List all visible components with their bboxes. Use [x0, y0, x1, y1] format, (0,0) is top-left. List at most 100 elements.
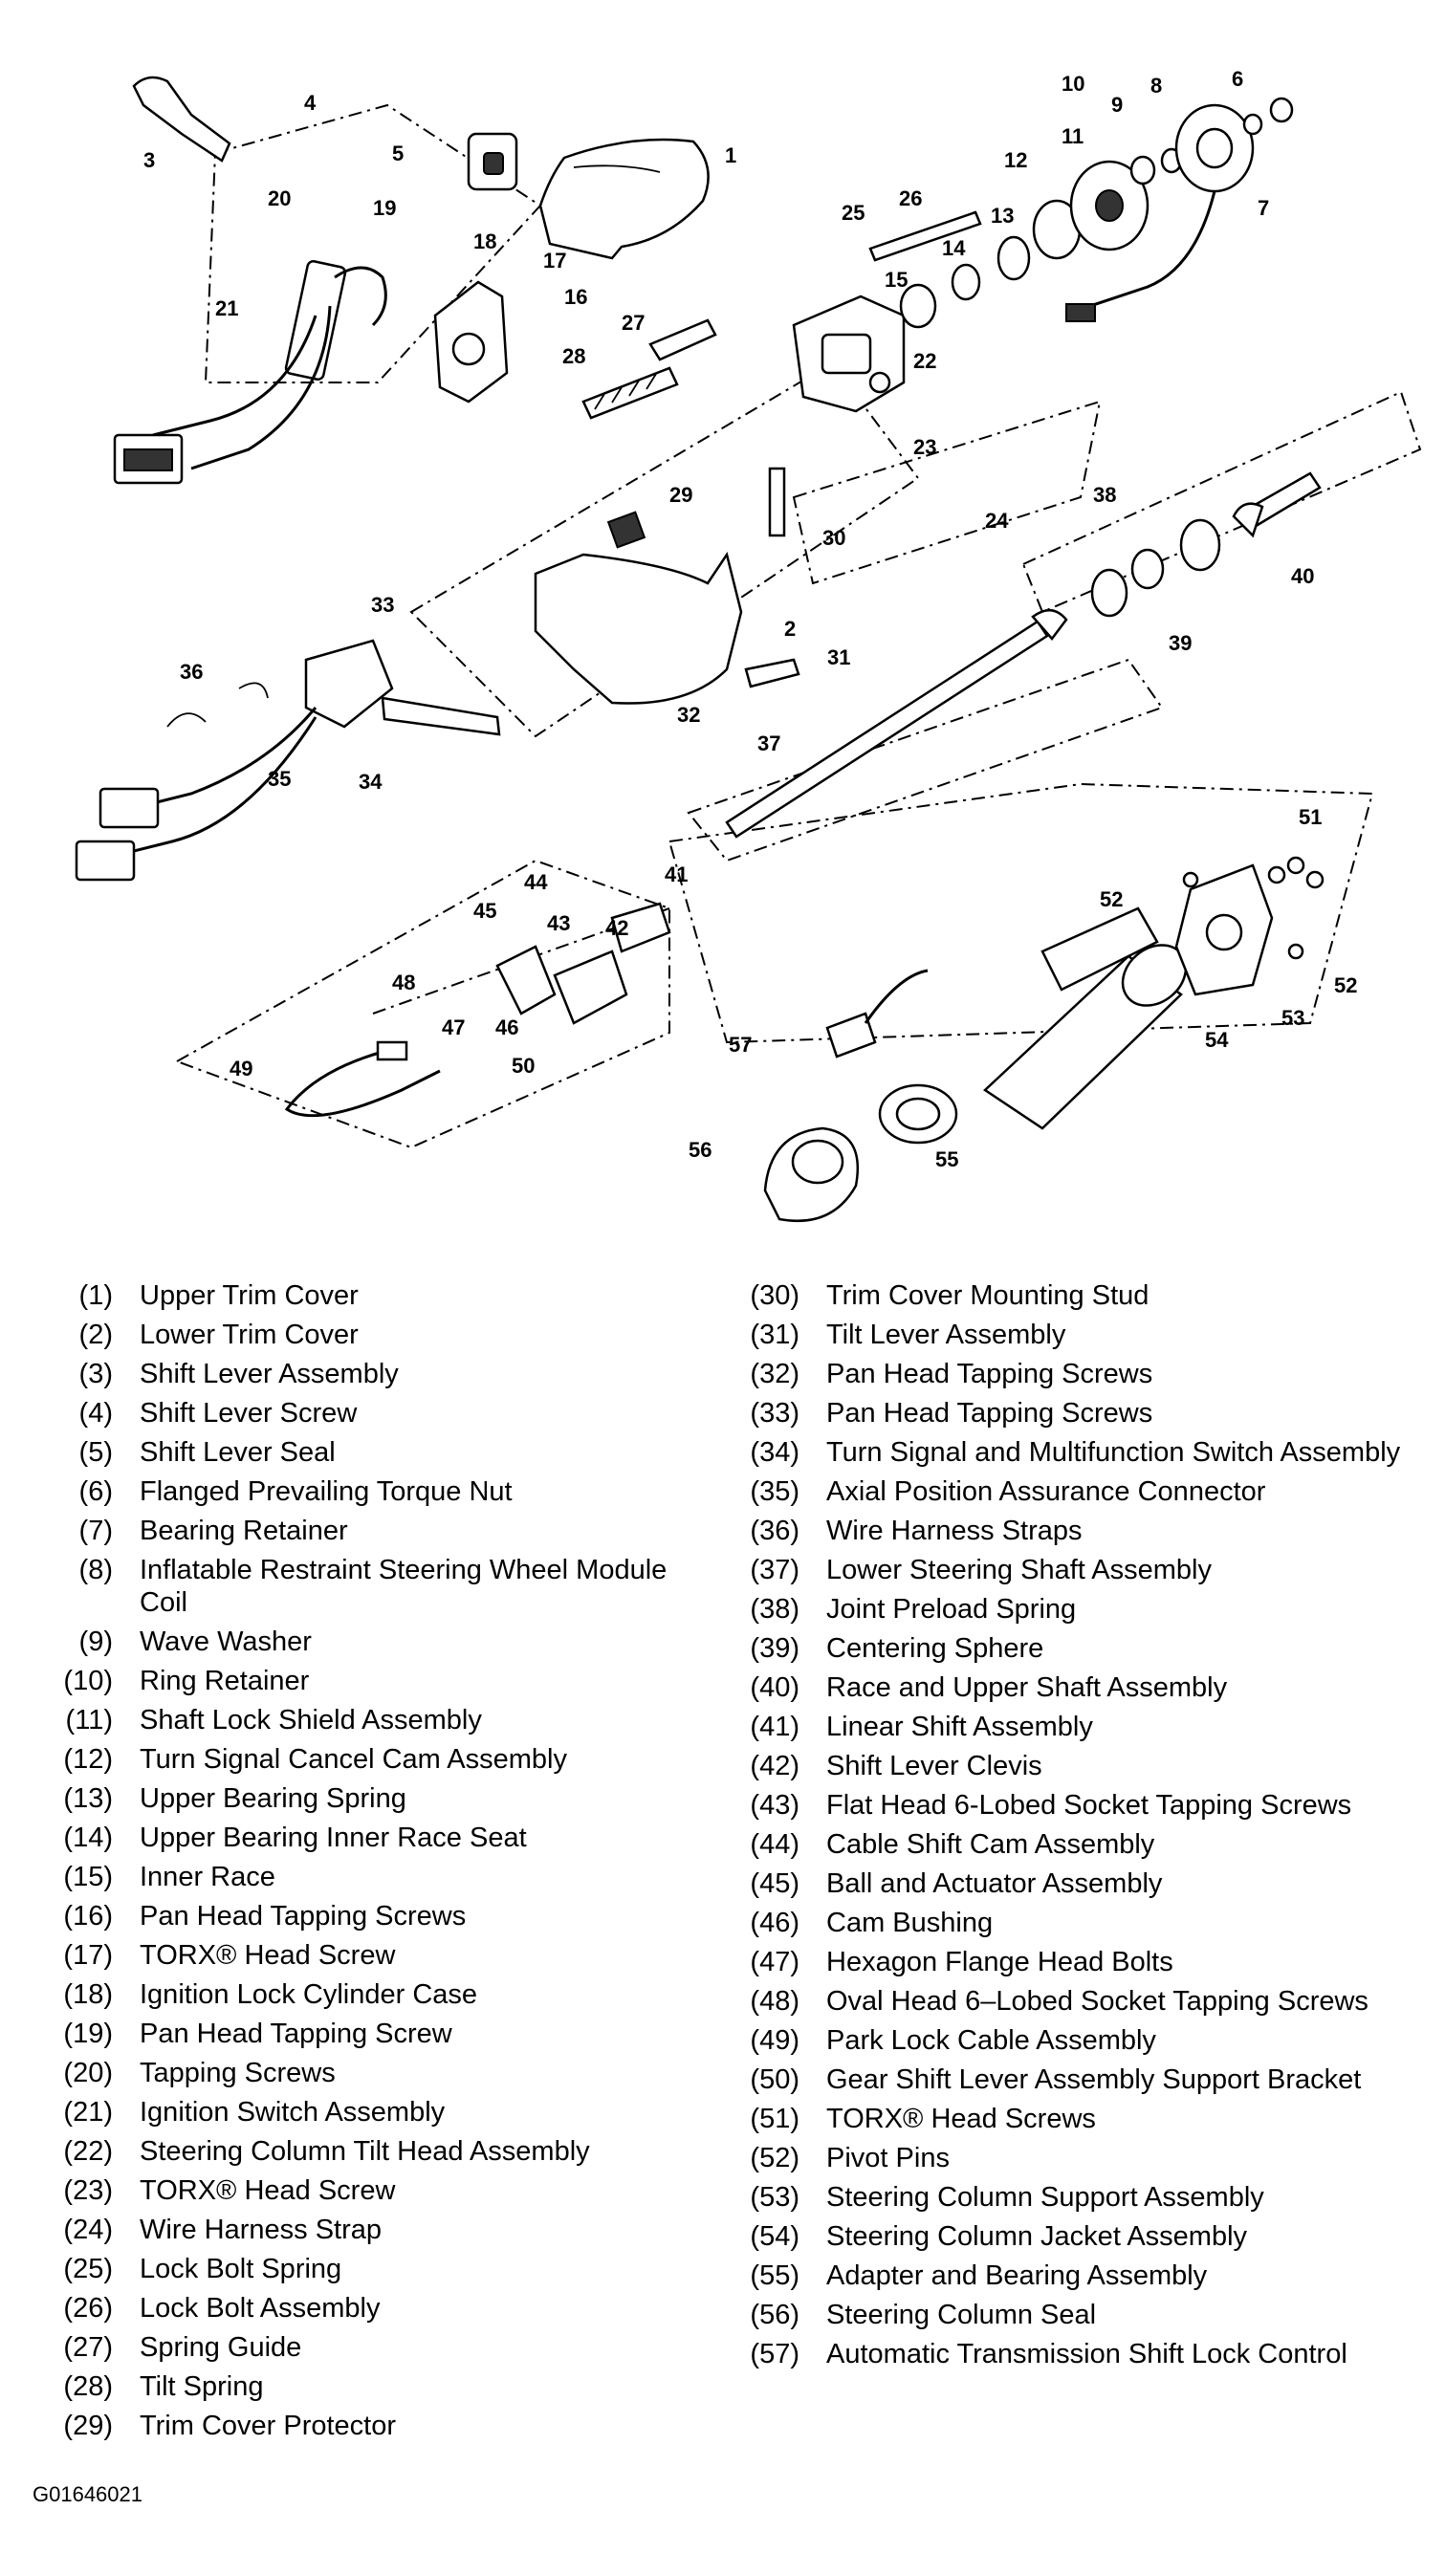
callout-38: 38 [1093, 483, 1116, 507]
legend-item: 50Gear Shift Lever Assembly Support Brac… [719, 2063, 1427, 2096]
legend-item: 10Ring Retainer [33, 1665, 702, 1697]
callout-13: 13 [991, 204, 1014, 228]
legend-text: Hexagon Flange Head Bolts [826, 1947, 1173, 1977]
legend-item: 47Hexagon Flange Head Bolts [719, 1946, 1427, 1978]
legend-number: 27 [33, 2331, 140, 2364]
legend-text: Ball and Actuator Assembly [826, 1868, 1163, 1899]
legend-item: 13Upper Bearing Spring [33, 1782, 702, 1815]
callout-29: 29 [669, 483, 692, 507]
legend-item: 54Steering Column Jacket Assembly [719, 2220, 1427, 2253]
legend-number: 57 [719, 2338, 826, 2370]
legend-text: Steering Column Tilt Head Assembly [140, 2136, 590, 2167]
callout-48: 48 [392, 971, 415, 994]
callout-18: 18 [473, 229, 496, 253]
legend-text: Pan Head Tapping Screws [826, 1359, 1153, 1389]
legend-number: 22 [33, 2135, 140, 2168]
legend-item: 46Cam Bushing [719, 1907, 1427, 1939]
legend-number: 8 [33, 1554, 140, 1586]
legend-text: Steering Column Support Assembly [826, 2182, 1264, 2213]
legend-number: 28 [33, 2370, 140, 2403]
callout-5: 5 [392, 142, 404, 165]
legend-item: 37Lower Steering Shaft Assembly [719, 1554, 1427, 1586]
legend-item: 16Pan Head Tapping Screws [33, 1900, 702, 1932]
legend-number: 49 [719, 2024, 826, 2057]
part-steering-column-seal [763, 1126, 860, 1223]
legend-item: 55Adapter and Bearing Assembly [719, 2259, 1427, 2292]
legend-item: 8Inflatable Restraint Steering Wheel Mod… [33, 1554, 702, 1619]
legend-text: Automatic Transmission Shift Lock Contro… [826, 2339, 1347, 2369]
legend-number: 26 [33, 2292, 140, 2325]
legend-text: Flanged Prevailing Torque Nut [140, 1476, 513, 1507]
legend-number: 55 [719, 2259, 826, 2292]
callout-2: 2 [784, 617, 796, 641]
legend-item: 57Automatic Transmission Shift Lock Cont… [719, 2338, 1427, 2370]
part-wire-harness-straps [166, 682, 269, 728]
legend-item: 21Ignition Switch Assembly [33, 2096, 702, 2128]
callout-20: 20 [268, 186, 291, 210]
legend-item: 34Turn Signal and Multifunction Switch A… [719, 1436, 1427, 1469]
legend-number: 7 [33, 1515, 140, 1547]
assembly-outlines [174, 103, 1422, 1149]
legend-item: 19Pan Head Tapping Screw [33, 2018, 702, 2050]
callout-labels: 1 2 3 4 5 6 7 8 9 10 11 12 13 14 15 16 1… [143, 67, 1357, 1171]
legend-text: Adapter and Bearing Assembly [826, 2260, 1208, 2291]
legend-text: Tilt Lever Assembly [826, 1320, 1066, 1350]
legend-number: 18 [33, 1978, 140, 2011]
legend-text: Upper Bearing Inner Race Seat [140, 1823, 527, 1853]
callout-35: 35 [268, 767, 291, 791]
legend-item: 41Linear Shift Assembly [719, 1711, 1427, 1743]
callout-23: 23 [913, 435, 936, 459]
legend-item: 6Flanged Prevailing Torque Nut [33, 1475, 702, 1508]
callout-19: 19 [373, 196, 396, 220]
legend-number: 36 [719, 1515, 826, 1547]
legend-text: Bearing Retainer [140, 1516, 348, 1546]
legend-number: 51 [719, 2103, 826, 2135]
callout-32: 32 [677, 703, 700, 727]
legend-item: 42Shift Lever Clevis [719, 1750, 1427, 1782]
legend-item: 2Lower Trim Cover [33, 1319, 702, 1351]
callout-52: 52 [1100, 887, 1123, 911]
legend-number: 10 [33, 1665, 140, 1697]
legend-text: Flat Head 6-Lobed Socket Tapping Screws [826, 1790, 1352, 1821]
legend-item: 22Steering Column Tilt Head Assembly [33, 2135, 702, 2168]
legend-number: 9 [33, 1626, 140, 1658]
legend-item: 9Wave Washer [33, 1626, 702, 1658]
part-lock-bolt [868, 210, 982, 262]
legend-item: 23TORX® Head Screw [33, 2174, 702, 2207]
legend-item: 29Trim Cover Protector [33, 2410, 702, 2442]
legend-item: 31Tilt Lever Assembly [719, 1319, 1427, 1351]
part-race-and-upper-shaft [1090, 471, 1322, 618]
callout-12: 12 [1004, 148, 1027, 172]
legend-text: Cable Shift Cam Assembly [826, 1829, 1155, 1860]
callout-50: 50 [512, 1054, 535, 1078]
legend-number: 17 [33, 1939, 140, 1972]
callout-17: 17 [543, 249, 566, 273]
legend-number: 46 [719, 1907, 826, 1939]
callout-52b: 52 [1334, 973, 1357, 997]
legend-item: 32Pan Head Tapping Screws [719, 1358, 1427, 1390]
legend-number: 2 [33, 1319, 140, 1351]
legend-text: Turn Signal Cancel Cam Assembly [140, 1744, 567, 1775]
callout-41: 41 [665, 862, 688, 886]
legend-number: 21 [33, 2096, 140, 2128]
legend-item: 56Steering Column Seal [719, 2299, 1427, 2331]
legend-text: Oval Head 6–Lobed Socket Tapping Screws [826, 1986, 1368, 2017]
part-cancel-cam-and-shield [1032, 160, 1149, 260]
legend-text: Steering Column Seal [826, 2300, 1097, 2330]
callout-28: 28 [562, 344, 585, 368]
part-tilt-head [792, 295, 906, 413]
callout-8: 8 [1150, 74, 1162, 98]
legend-number: 1 [33, 1279, 140, 1312]
legend-number: 13 [33, 1782, 140, 1815]
legend-number: 54 [719, 2220, 826, 2253]
legend-number: 38 [719, 1593, 826, 1626]
legend-item: 25Lock Bolt Spring [33, 2253, 702, 2285]
callout-24: 24 [985, 509, 1009, 533]
legend-number: 14 [33, 1822, 140, 1854]
legend-item: 15Inner Race [33, 1861, 702, 1893]
legend-text: TORX® Head Screw [140, 1940, 396, 1971]
legend-right-column: 30Trim Cover Mounting Stud31Tilt Lever A… [719, 1279, 1427, 2377]
legend-text: Lower Trim Cover [140, 1320, 359, 1350]
legend-item: 3Shift Lever Assembly [33, 1358, 702, 1390]
legend-item: 27Spring Guide [33, 2331, 702, 2364]
